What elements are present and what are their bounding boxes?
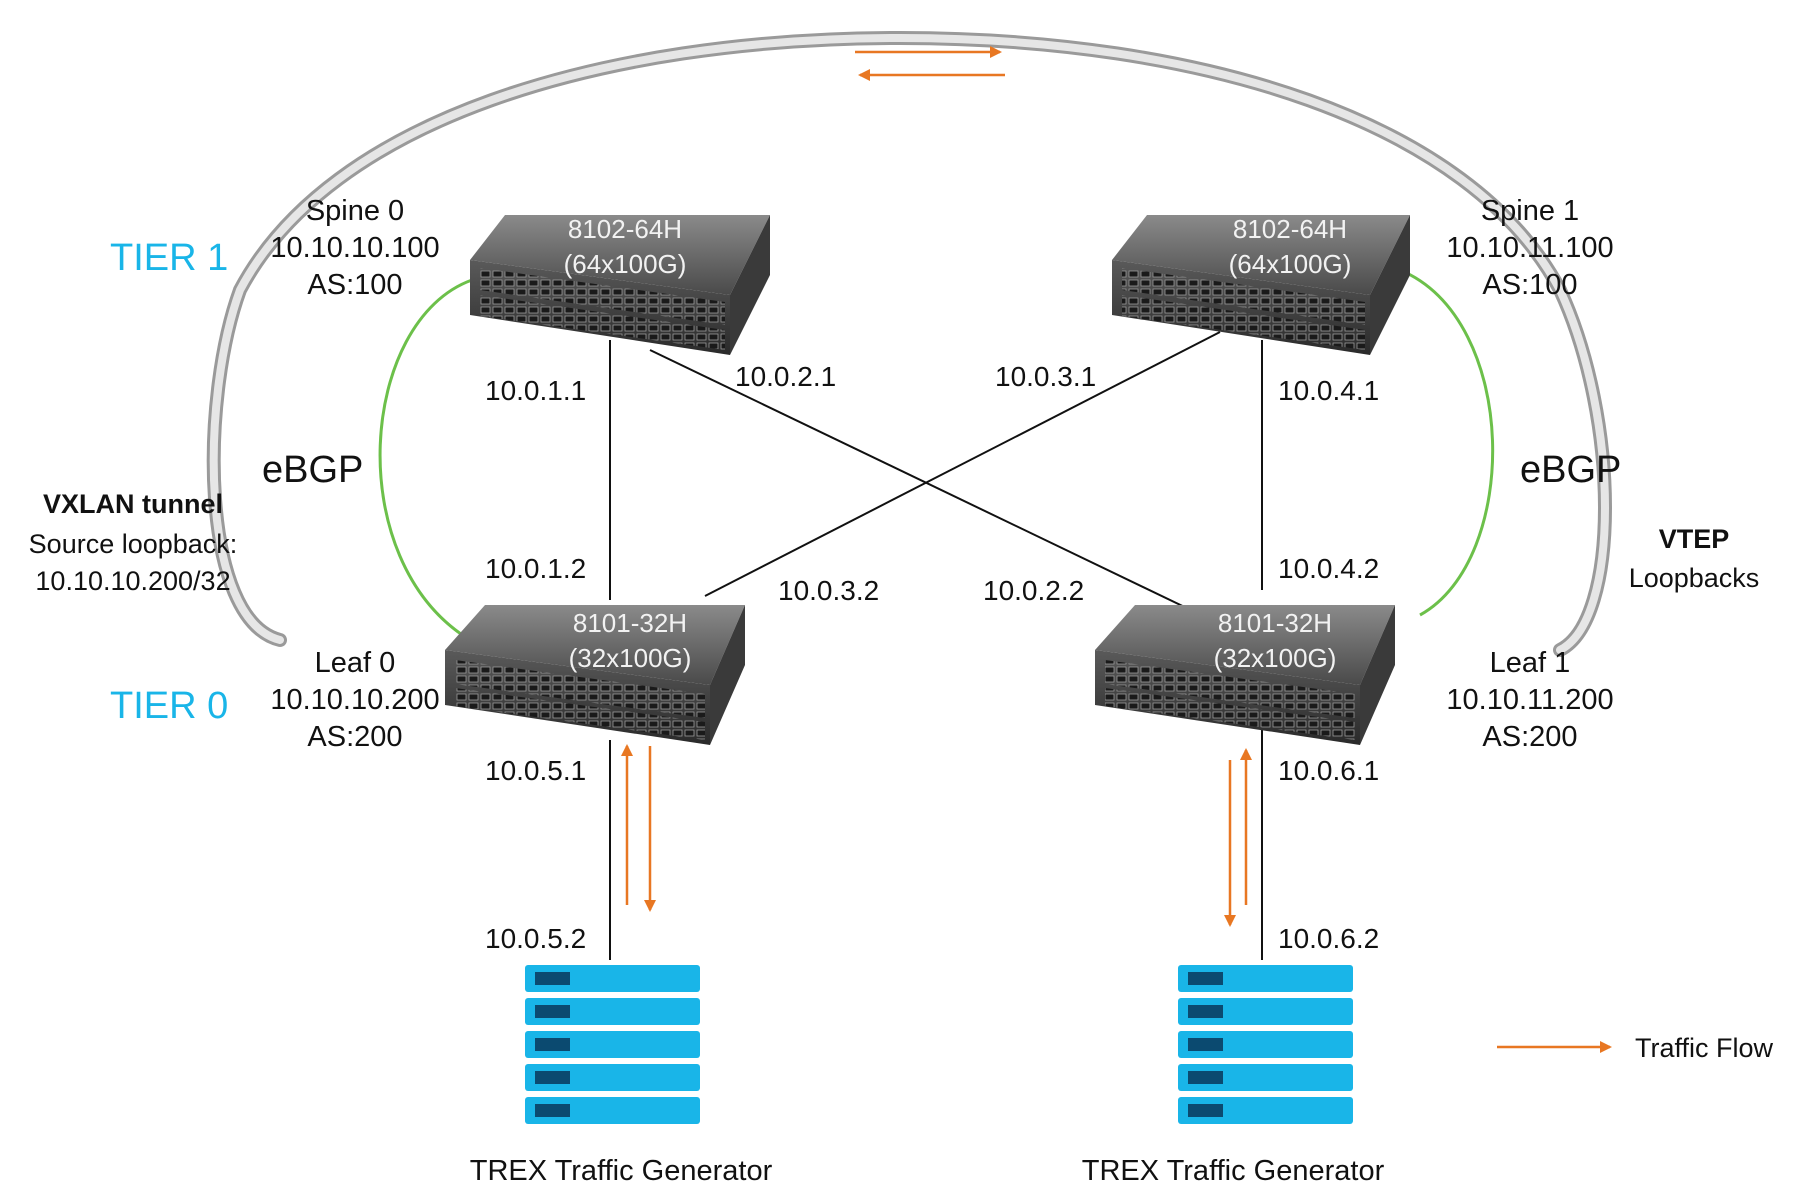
legend: Traffic Flow [1497,1033,1774,1063]
spine0-ip: 10.10.10.100 [270,232,439,264]
vxlan-note-line3: 10.10.10.200/32 [35,566,230,596]
vxlan-note-line2: Source loopback: [29,529,238,559]
ebgp-label-right: eBGP [1520,449,1621,491]
switch-spine1: 8102-64H (64x100G) [1112,214,1410,355]
leaf0-as: AS:200 [307,721,402,753]
leaf1-model: 8101-32H [1218,608,1332,638]
link3-leaf-ip: 10.0.3.2 [778,575,879,606]
trex-server-left [525,965,700,1124]
link-spine0-leaf1 [649,349,1196,613]
fabric-links [609,331,1263,960]
ebgp-arc-left [378,278,473,642]
switch-leaf1: 8101-32H (32x100G) [1095,605,1395,745]
link2-spine-ip: 10.0.2.1 [735,361,836,392]
switch-leaf0: 8101-32H (32x100G) [445,605,745,745]
leaf0-ip: 10.10.10.200 [270,684,439,716]
spine0-ports: (64x100G) [564,249,687,279]
leaf1-as: AS:200 [1482,721,1577,753]
ebgp-label-left: eBGP [262,449,363,491]
link1-spine-ip: 10.0.1.1 [485,375,586,406]
spine1-as: AS:100 [1482,269,1577,301]
link4-spine-ip: 10.0.4.1 [1278,375,1379,406]
leaf1-ip: 10.10.11.200 [1446,684,1613,716]
tier0-label: TIER 0 [110,685,228,727]
link4-leaf-ip: 10.0.4.2 [1278,553,1379,584]
vxlan-tunnel-arc [206,30,1612,657]
trex-server-right [1178,965,1353,1124]
link2-leaf-ip: 10.0.2.2 [983,575,1084,606]
link3-spine-ip: 10.0.3.1 [995,361,1096,392]
leaf0-ports: (32x100G) [569,643,692,673]
vtep-note-line2: Loopbacks [1629,563,1760,593]
spine1-model: 8102-64H [1233,214,1347,244]
vxlan-note-line1: VXLAN tunnel [43,489,223,519]
legend-label: Traffic Flow [1635,1033,1774,1063]
link5-leaf-ip: 10.0.5.1 [485,755,586,786]
leaf1-ports: (32x100G) [1214,643,1337,673]
link6-leaf-ip: 10.0.6.1 [1278,755,1379,786]
tunnel-traffic-arrows [855,46,1005,81]
trex-label-right: TREX Traffic Generator [1082,1155,1385,1184]
tier1-label: TIER 1 [110,237,228,279]
link-spine1-leaf0 [704,331,1221,597]
spine1-ports: (64x100G) [1229,249,1352,279]
switch-spine0: 8102-64H (64x100G) [470,214,770,355]
spine1-name: Spine 1 [1481,195,1579,227]
leaf0-name: Leaf 0 [315,647,396,679]
vtep-note-line1: VTEP [1659,524,1730,554]
spine0-as: AS:100 [307,269,402,301]
leaf0-model: 8101-32H [573,608,687,638]
spine0-model: 8102-64H [568,214,682,244]
leaf1-name: Leaf 1 [1490,647,1571,679]
access-traffic-arrows [621,744,1252,927]
link6-trex-ip: 10.0.6.2 [1278,923,1379,954]
ebgp-arc-right [1399,268,1495,617]
spine0-name: Spine 0 [306,195,404,227]
spine1-ip: 10.10.11.100 [1446,232,1613,264]
trex-label-left: TREX Traffic Generator [470,1155,773,1184]
link5-trex-ip: 10.0.5.2 [485,923,586,954]
link1-leaf-ip: 10.0.1.2 [485,553,586,584]
